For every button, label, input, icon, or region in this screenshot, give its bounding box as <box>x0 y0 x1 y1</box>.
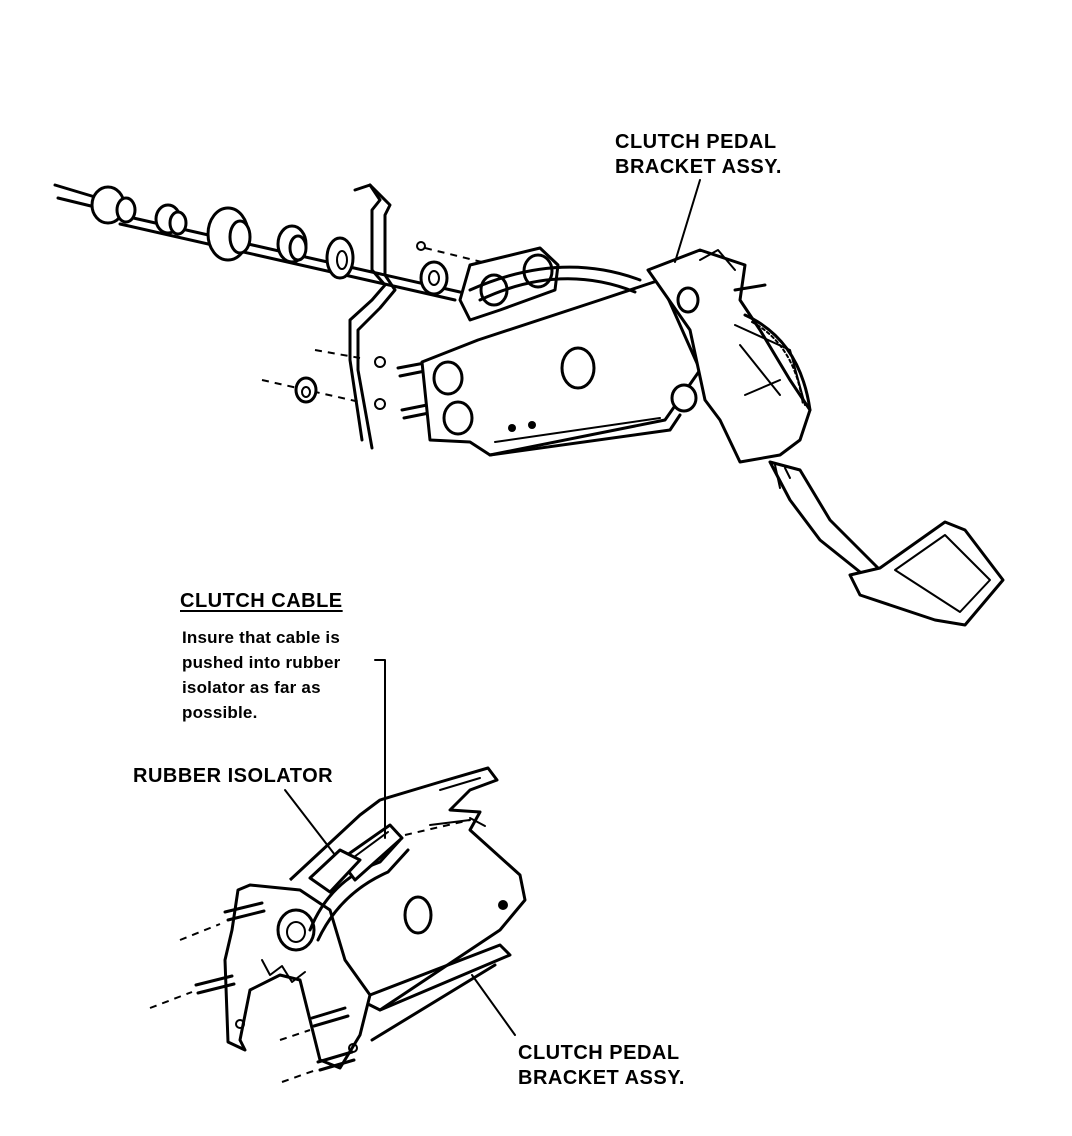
label-rubber-isolator: RUBBER ISOLATOR <box>133 765 334 787</box>
label-line: BRACKET ASSY. <box>615 156 782 178</box>
pedal-arm-assembly <box>646 248 1005 627</box>
note-line: possible. <box>182 703 258 722</box>
label-line: CLUTCH PEDAL <box>615 131 777 153</box>
label-clutch-pedal-bracket-assy-top: CLUTCH PEDAL BRACKET ASSY. <box>615 130 782 180</box>
leader-top-bracket <box>674 179 701 263</box>
firewall-panel <box>261 183 397 450</box>
note-cable-installation: Insure that cable is pushed into rubber … <box>182 625 340 725</box>
label-clutch-pedal-bracket-assy-bottom: CLUTCH PEDAL BRACKET ASSY. <box>518 1041 685 1091</box>
leader-note <box>374 659 386 839</box>
note-line: Insure that cable is <box>182 628 340 647</box>
label-line: BRACKET ASSY. <box>518 1067 685 1089</box>
leader-bottom-bracket <box>471 974 516 1036</box>
label-clutch-cable: CLUTCH CABLE <box>180 590 343 612</box>
label-line: CLUTCH PEDAL <box>518 1042 680 1064</box>
leader-rubber-isolator <box>284 789 336 856</box>
bracket-lower <box>149 766 527 1083</box>
note-line: isolator as far as <box>182 678 321 697</box>
note-line: pushed into rubber <box>182 653 341 672</box>
clutch-cable-upper <box>53 183 491 302</box>
